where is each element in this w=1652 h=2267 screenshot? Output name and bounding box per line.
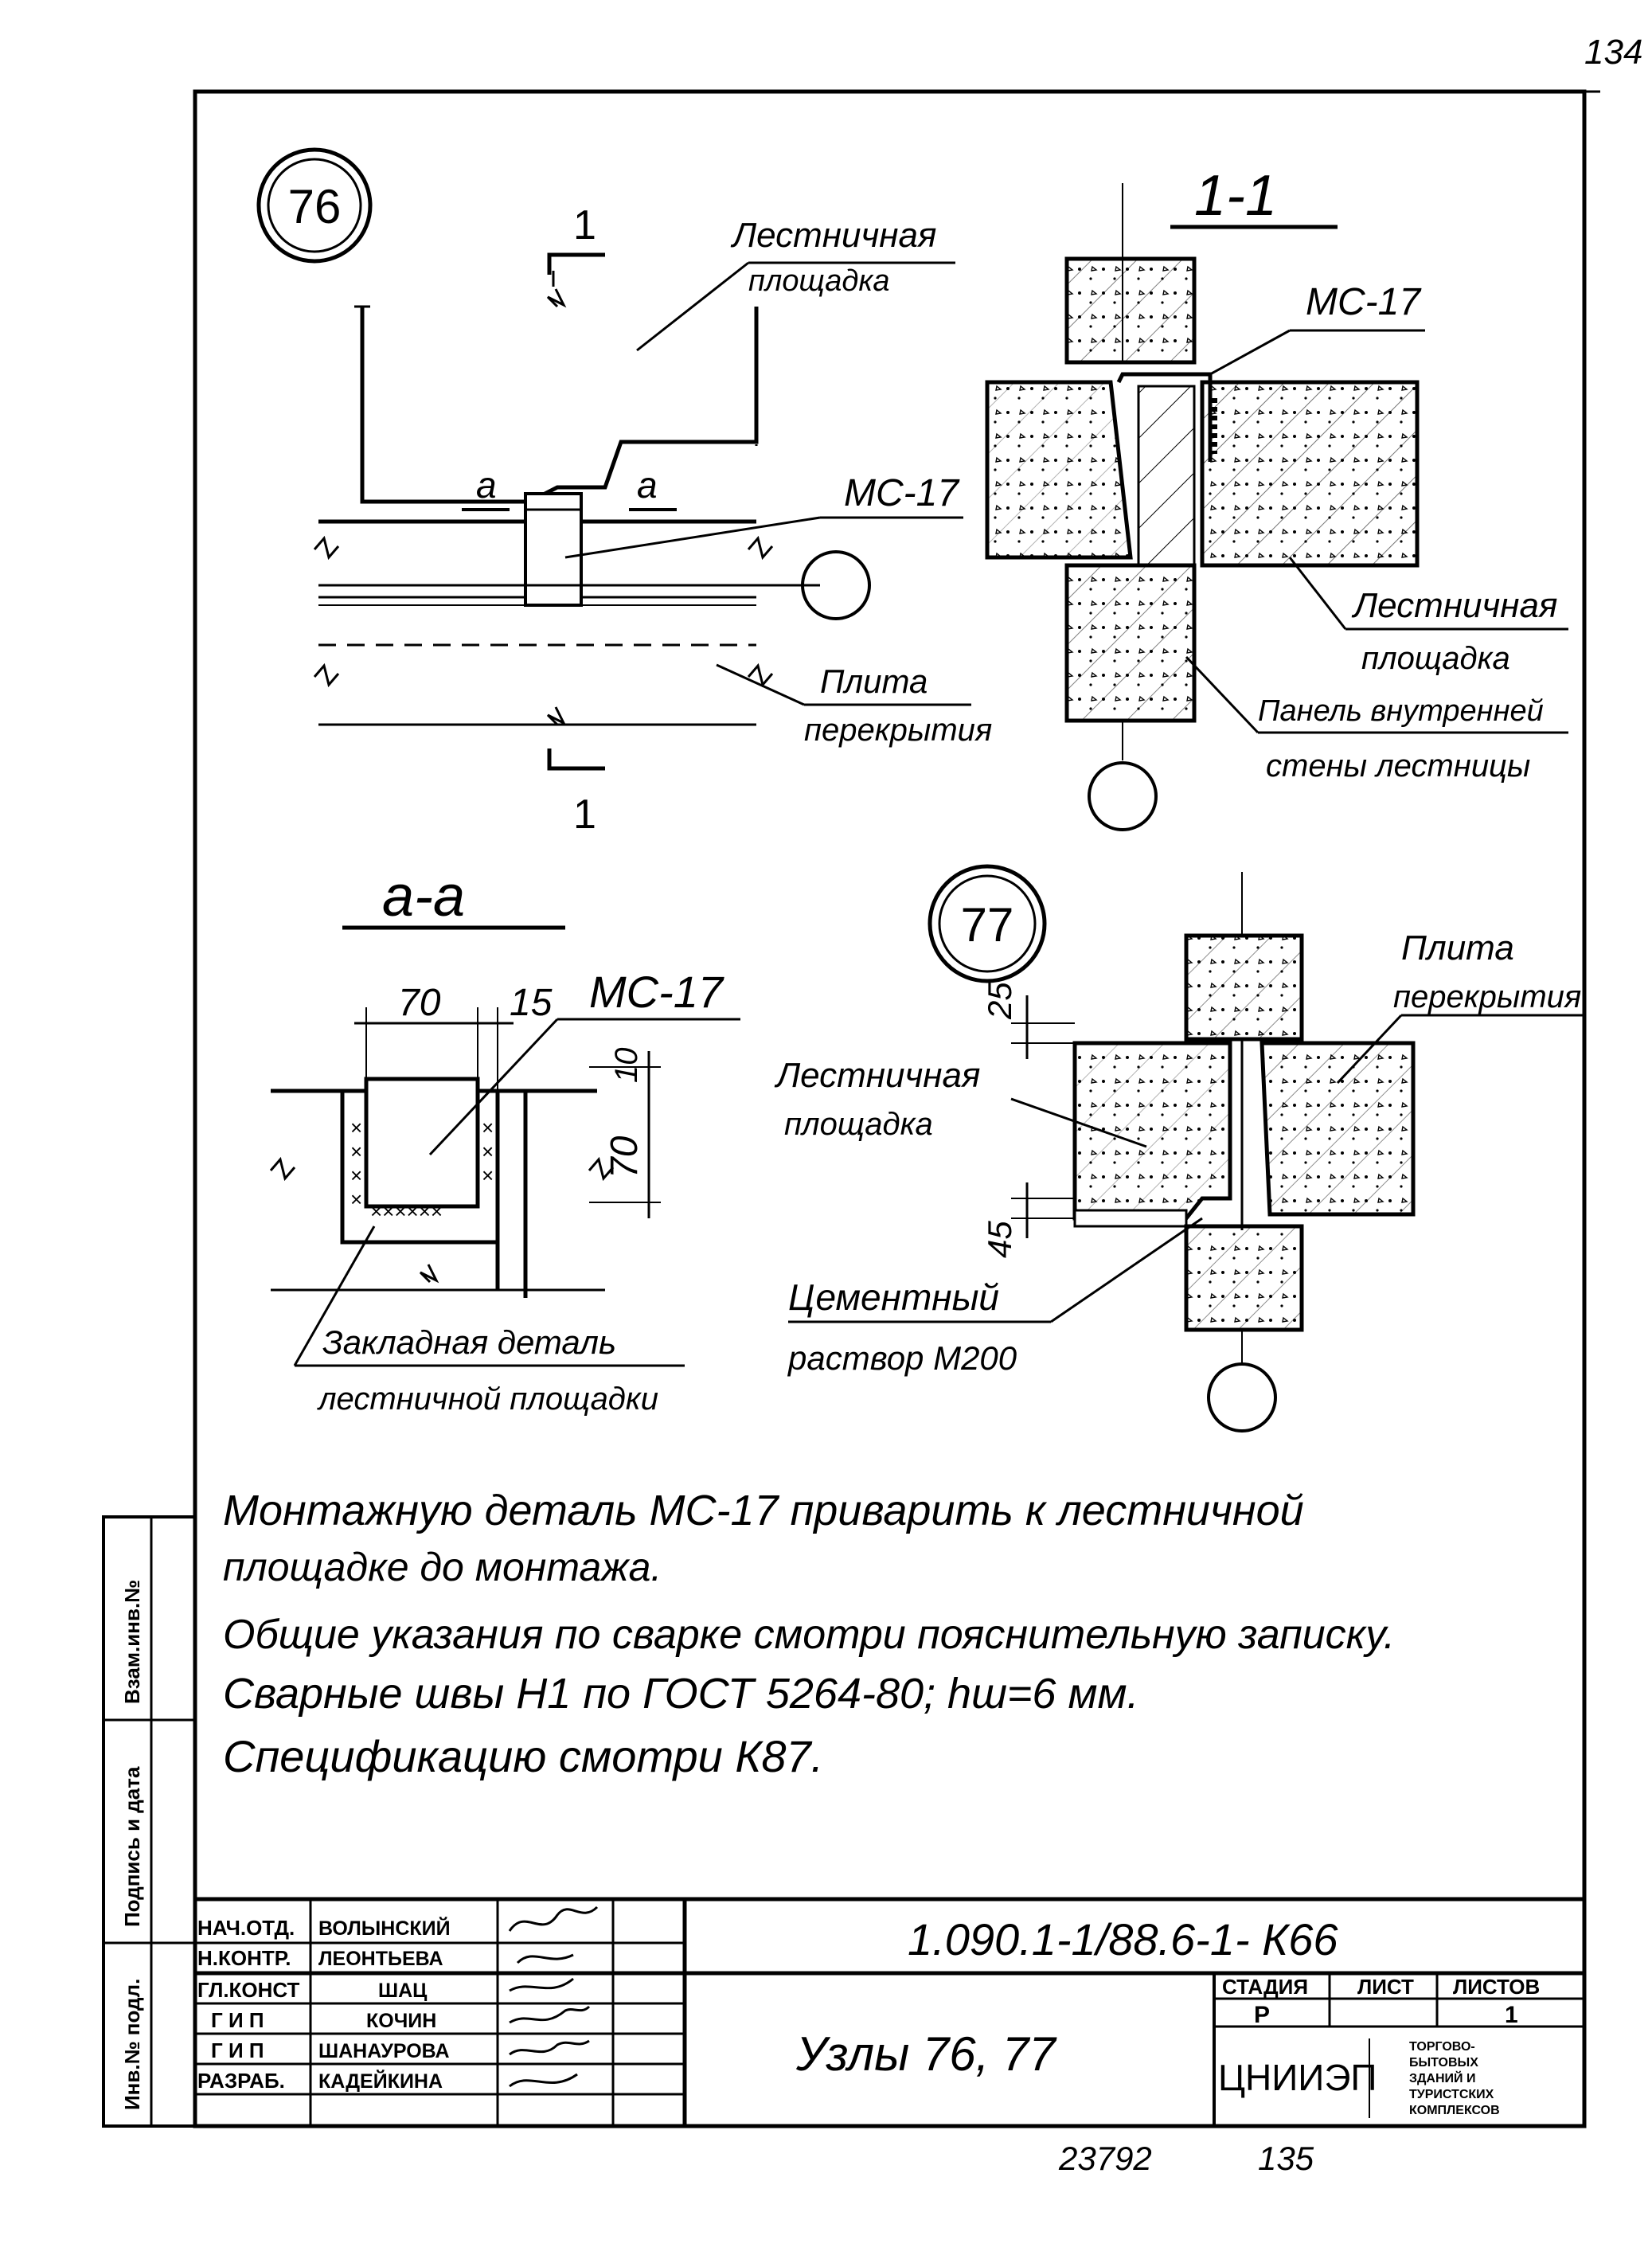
- section-1-1-landing-label-2: площадка: [1361, 641, 1510, 676]
- embedded-label-1: Закладная деталь: [322, 1323, 616, 1361]
- name-2: ШАЦ: [378, 1980, 428, 2002]
- section-1-1-panel-label-2: стены лестницы: [1266, 749, 1530, 784]
- org-desc-1: БЫТОВЫХ: [1409, 2056, 1478, 2070]
- page-number: 134: [1584, 33, 1642, 72]
- node-76-ref-circle: [801, 550, 871, 620]
- left-margin: Взам.инв.№ Подпись и дата Инв.№ подл.: [102, 1515, 197, 2128]
- node-76-marker-inner: [267, 158, 362, 253]
- node77-slab-label-2: перекрытия: [1393, 979, 1581, 1014]
- node77-slab-label-1: Плита: [1401, 928, 1514, 967]
- stage-value: Р: [1254, 2002, 1270, 2028]
- view-mark-left: а: [476, 464, 497, 506]
- role-0: НАЧ.ОТД.: [197, 1916, 295, 1940]
- node-77-marker-inner: [938, 874, 1037, 973]
- org-desc-2: ЗДАНИЙ И: [1409, 2070, 1475, 2085]
- dim-10: 10: [609, 1048, 644, 1084]
- stamp-inventory: Инв.№ подл.: [120, 1979, 144, 2110]
- name-0: ВОЛЫНСКИЙ: [318, 1916, 451, 1940]
- dim-25: 25: [981, 982, 1018, 1020]
- section-1-1: 1-1 МС-17 Лестничная площадка Панель вну…: [985, 164, 1568, 831]
- svg-text:××××××: ××××××: [370, 1199, 443, 1223]
- svg-text:×: ×: [350, 1116, 362, 1139]
- mc17-section: [364, 1077, 480, 1209]
- role-3: Г И П: [211, 2008, 264, 2032]
- note-line-5: Спецификацию смотри К87.: [223, 1731, 823, 1781]
- node-77-marker-text: 77: [961, 898, 1014, 952]
- section-1-1-mc-label: МС-17: [1306, 281, 1422, 323]
- title-block: НАЧ.ОТД. Н.КОНТР. ГЛ.КОНСТ Г И П Г И П Р…: [195, 1897, 1584, 2126]
- node77-mortar-label-1: Цементный: [788, 1276, 999, 1318]
- note-line-2: площадке до монтажа.: [223, 1545, 662, 1589]
- name-5: КАДЕЙКИНА: [318, 2069, 443, 2093]
- section-1-1-title: 1-1: [1194, 164, 1277, 228]
- embedded-label-2: лестничной площадки: [317, 1382, 658, 1417]
- node76-slab-label-2: перекрытия: [804, 713, 992, 748]
- node77-landing-label-2: площадка: [784, 1107, 933, 1142]
- section-mark-top: 1: [573, 202, 596, 248]
- svg-text:×: ×: [350, 1139, 362, 1163]
- role-5: РАЗРАБ.: [197, 2069, 285, 2093]
- section-a-a-title: а-а: [382, 865, 465, 928]
- sheets-header: ЛИСТОВ: [1453, 1975, 1540, 1999]
- org-desc-0: ТОРГОВО-: [1409, 2040, 1475, 2054]
- note-line-1: Монтажную деталь МС-17 приварить к лестн…: [223, 1487, 1304, 1534]
- dim-45: 45: [981, 1221, 1018, 1258]
- sheet-frame: [193, 89, 1587, 2128]
- node-76-marker-outer: [256, 147, 373, 264]
- section-1-1-panel-label-1: Панель внутренней: [1258, 694, 1544, 728]
- svg-text:×: ×: [350, 1187, 362, 1211]
- section-a-a-mc-label: МС-17: [589, 967, 724, 1017]
- signature-scribbles: [508, 1905, 599, 2088]
- note-line-4: Сварные швы Н1 по ГОСТ 5264-80; hш=6 мм.: [223, 1670, 1139, 1718]
- name-3: КОЧИН: [366, 2010, 436, 2032]
- node76-landing-label-2: площадка: [748, 264, 889, 298]
- organization: ЦНИИЭП: [1218, 2057, 1377, 2098]
- page-number-bottom: 135: [1258, 2140, 1314, 2177]
- node-77-marker-outer: [928, 864, 1047, 983]
- svg-text:×: ×: [482, 1163, 494, 1187]
- dim-15: 15: [510, 982, 553, 1024]
- note-line-3: Общие указания по сварке смотри поясните…: [223, 1612, 1395, 1658]
- node76-mc-label: МС-17: [844, 472, 960, 514]
- org-desc-4: КОМПЛЕКСОВ: [1409, 2104, 1500, 2117]
- node-77: 77 25 45 Плита перекрытия: [774, 864, 1584, 1433]
- node-76-plan: 76 а а 1 1: [256, 147, 992, 838]
- section-1-1-landing-label-1: Лестничная: [1351, 586, 1557, 625]
- view-mark-right: а: [637, 464, 658, 506]
- node76-slab-label-1: Плита: [820, 663, 928, 700]
- node-76-marker-text: 76: [288, 180, 342, 233]
- role-1: Н.КОНТР.: [197, 1946, 291, 1970]
- name-1: ЛЕОНТЬЕВА: [318, 1948, 443, 1970]
- org-desc-3: ТУРИСТСКИХ: [1409, 2088, 1494, 2101]
- mc17-plan: [524, 492, 583, 607]
- dim-70: 70: [398, 982, 441, 1024]
- node76-landing-label-1: Лестничная: [730, 216, 936, 255]
- sheet-header: ЛИСТ: [1357, 1975, 1414, 1999]
- node77-landing-label-1: Лестничная: [774, 1056, 980, 1095]
- drawing-title: Узлы 76, 77: [795, 2027, 1057, 2081]
- stage-header: СТАДИЯ: [1222, 1975, 1308, 1999]
- stamp-replacement: Взам.инв.№: [120, 1580, 144, 1704]
- role-2: ГЛ.КОНСТ: [197, 1978, 300, 2002]
- svg-text:×: ×: [482, 1139, 494, 1163]
- inventory-number: 23792: [1058, 2140, 1152, 2177]
- node-77-ref-circle: [1207, 1362, 1277, 1433]
- section-1-1-ref-circle: [1088, 761, 1158, 831]
- section-a-a: а-а ×× ×× ×× × ×××××× 70 15 10 70: [269, 865, 740, 1417]
- name-4: ШАНАУРОВА: [318, 2040, 450, 2062]
- sheets-value: 1: [1505, 2002, 1518, 2028]
- section-mark-bottom: 1: [573, 791, 596, 838]
- notes: Монтажную деталь МС-17 приварить к лестн…: [223, 1487, 1395, 1781]
- stamp-signature: Подпись и дата: [120, 1766, 144, 1927]
- node77-mortar-label-2: раствор М200: [787, 1339, 1017, 1377]
- svg-text:×: ×: [350, 1163, 362, 1187]
- role-4: Г И П: [211, 2038, 264, 2062]
- svg-text:×: ×: [482, 1116, 494, 1139]
- document-code: 1.090.1-1/88.6-1- К66: [908, 1914, 1338, 1964]
